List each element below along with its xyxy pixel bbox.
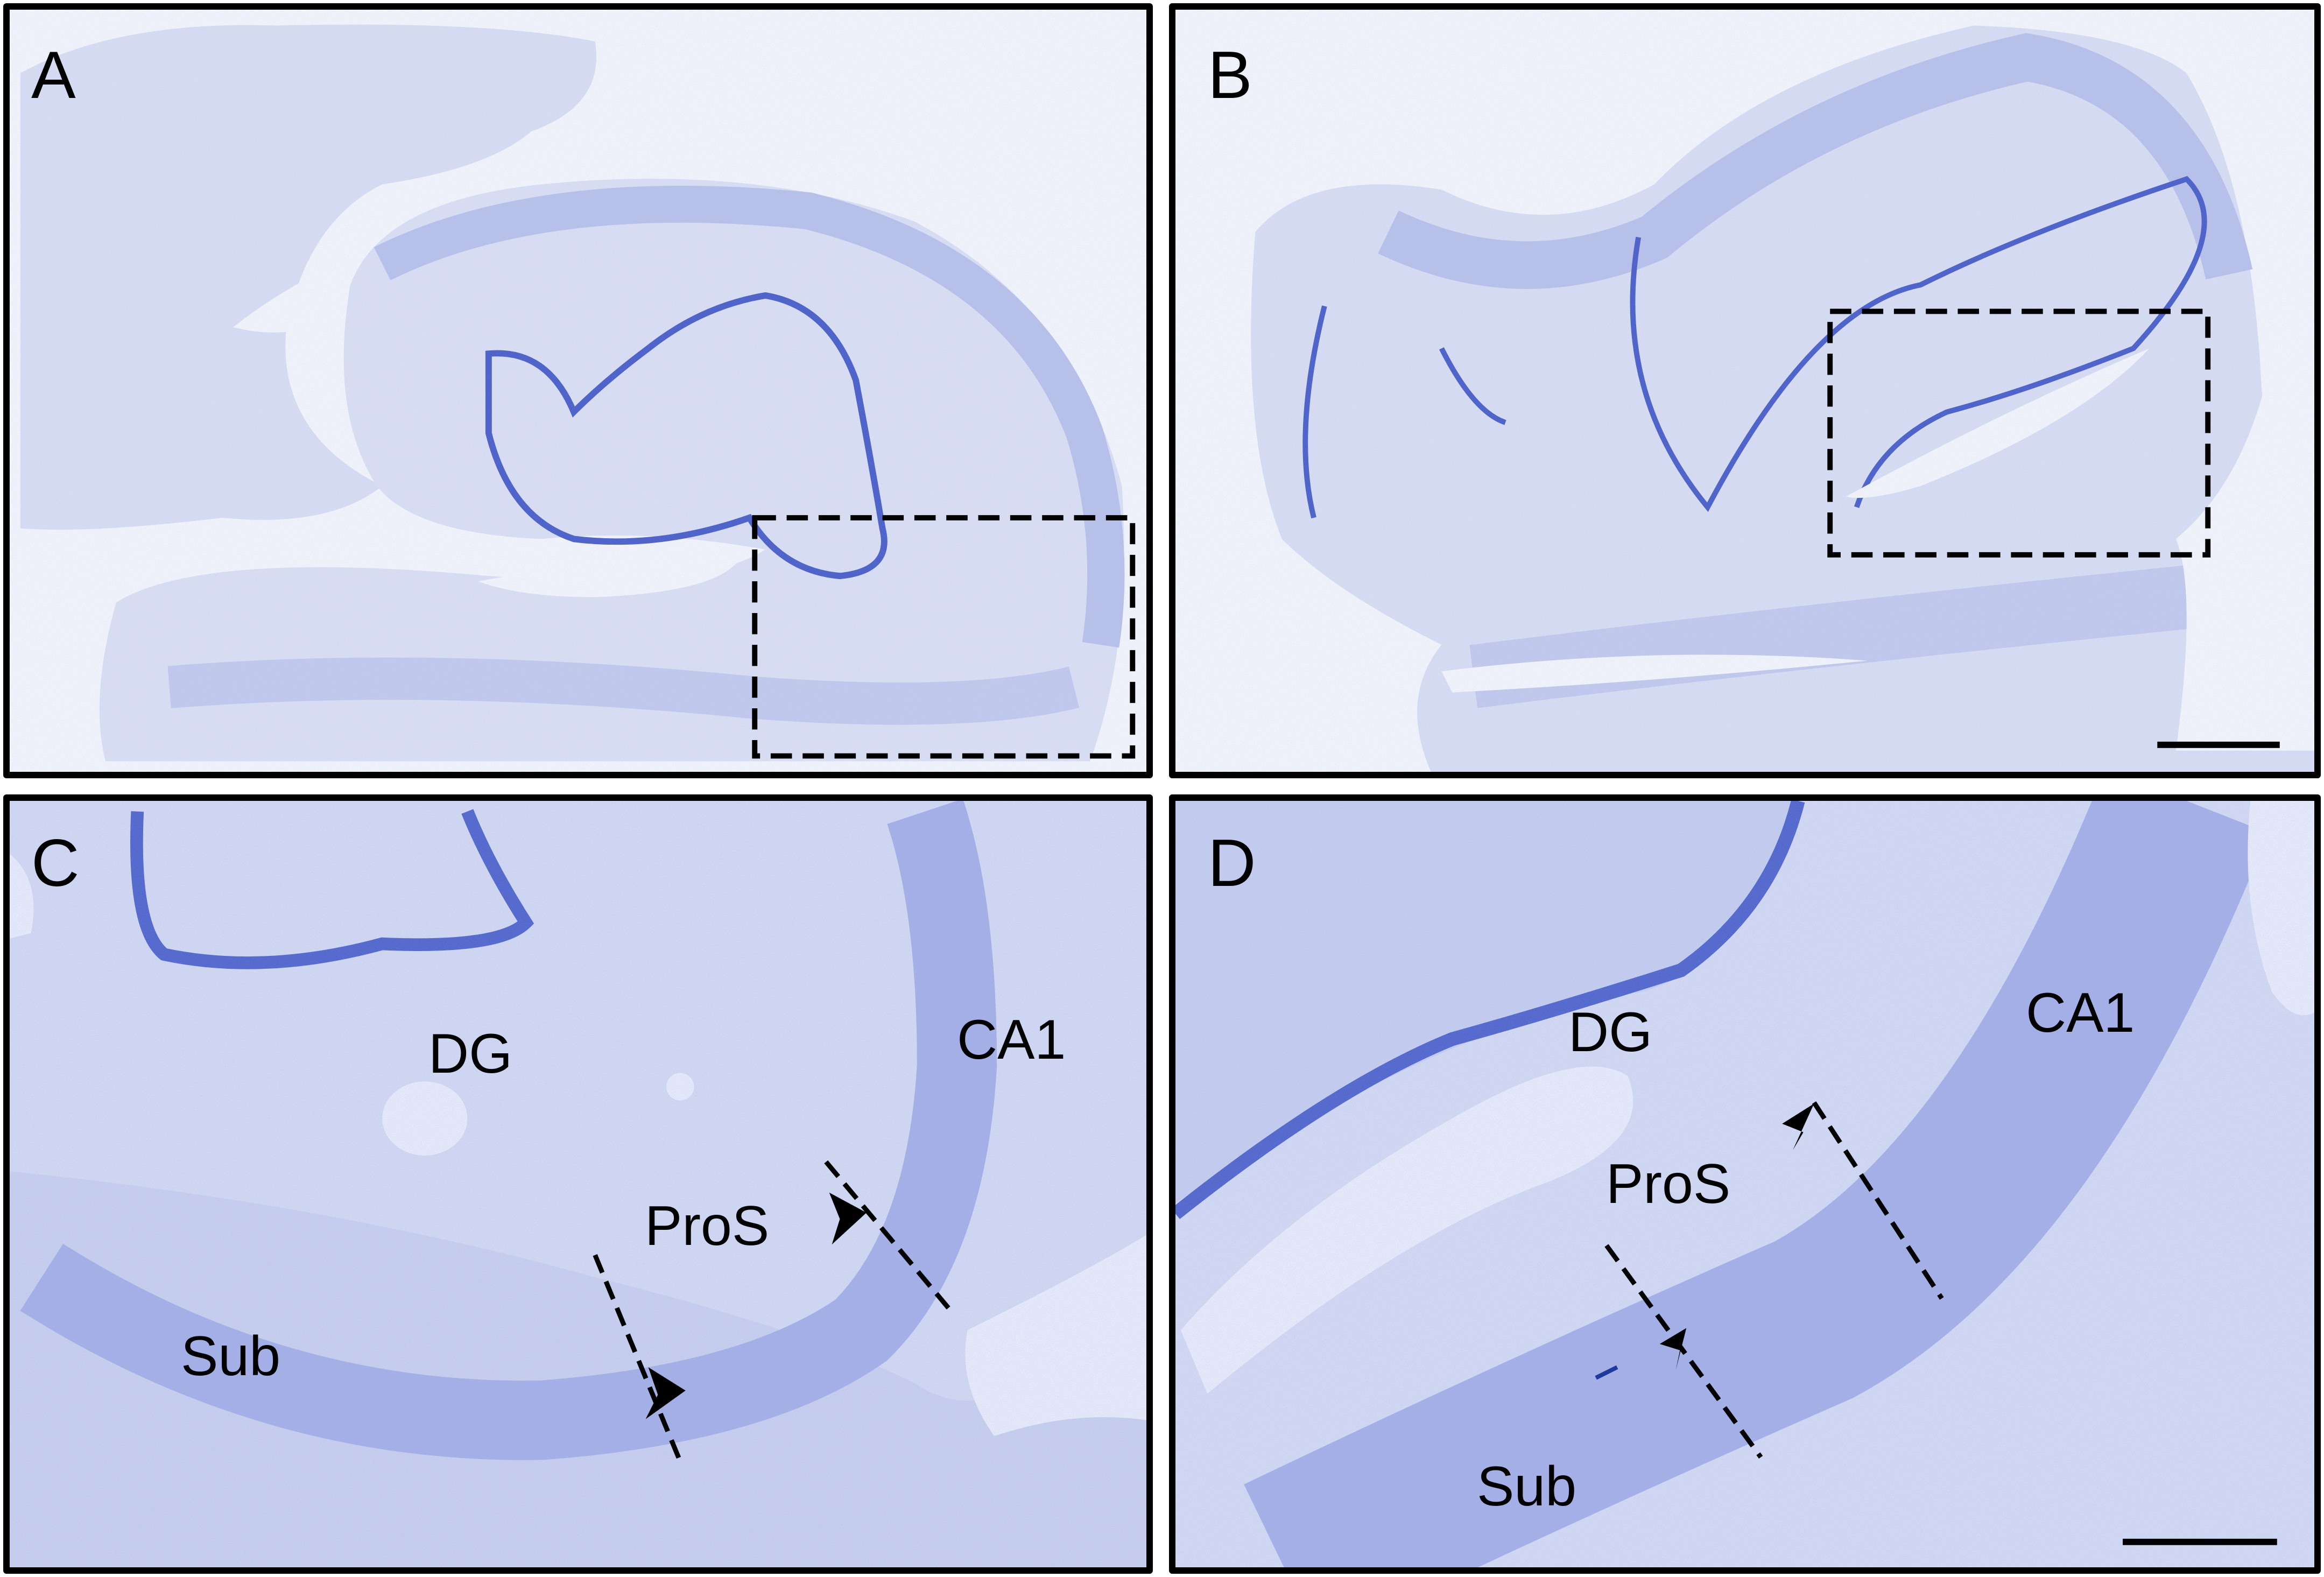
panel-c-letter: C (31, 830, 80, 897)
region-label-ca1: CA1 (2026, 985, 2135, 1041)
panel-b-letter: B (1208, 42, 1252, 109)
region-label-dg: DG (428, 1026, 512, 1082)
region-label-dg: DG (1568, 1004, 1652, 1060)
panel-b: B (1169, 3, 2321, 778)
panel-a: A (3, 3, 1153, 778)
panel-d-image (1175, 801, 2314, 1567)
panel-a-letter: A (31, 42, 76, 109)
region-label-sub: Sub (1477, 1459, 1576, 1515)
panel-d: D DG CA1 ProS Sub (1169, 794, 2321, 1574)
region-label-sub: Sub (181, 1328, 280, 1384)
panel-b-image (1175, 10, 2314, 772)
region-label-pros: ProS (1606, 1156, 1730, 1212)
panel-c-image (10, 801, 1146, 1567)
panel-c: C DG CA1 ProS Sub (3, 794, 1153, 1574)
panel-d-letter: D (1208, 830, 1256, 897)
panel-a-image (10, 10, 1146, 772)
region-label-ca1: CA1 (957, 1012, 1066, 1068)
region-label-pros: ProS (645, 1198, 769, 1254)
